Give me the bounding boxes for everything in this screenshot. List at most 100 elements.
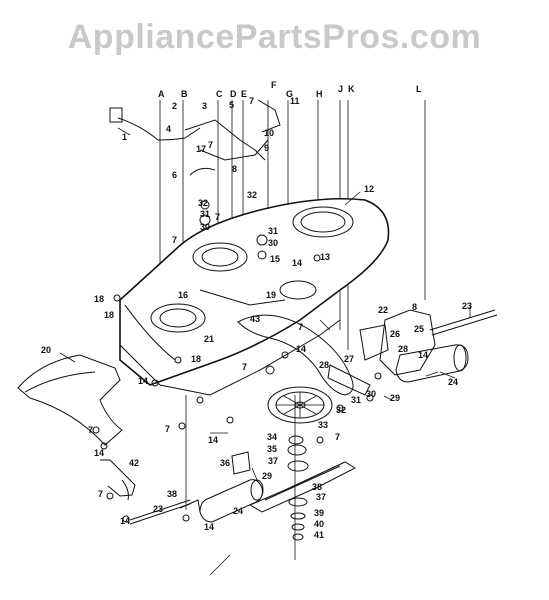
part-label-32: 32	[336, 405, 346, 415]
front-hanger	[100, 459, 191, 525]
part-label-38: 38	[312, 482, 322, 492]
hardware-fasteners	[92, 200, 393, 523]
part-label-30: 30	[268, 238, 278, 248]
part-label-41: 41	[314, 530, 324, 540]
part-label-22: 22	[378, 305, 388, 315]
mower-deck	[119, 197, 390, 396]
part-label-7: 7	[88, 425, 93, 435]
part-label-26: 26	[390, 329, 400, 339]
part-label-8: 8	[412, 302, 417, 312]
part-label-12: 12	[364, 184, 374, 194]
part-label-24: 24	[448, 377, 458, 387]
discharge-chute	[17, 354, 123, 446]
part-label-15: 15	[270, 254, 280, 264]
part-label-14: 14	[204, 522, 214, 532]
part-label-24: 24	[233, 506, 243, 516]
part-label-19: 19	[266, 290, 276, 300]
part-label-23: 23	[153, 504, 163, 514]
part-label-43: 43	[250, 314, 260, 324]
part-label-17: 17	[196, 144, 206, 154]
part-label-33: 33	[318, 420, 328, 430]
column-letter: H	[316, 89, 323, 99]
part-label-34: 34	[267, 432, 277, 442]
control-linkage	[109, 99, 281, 176]
part-label-7: 7	[98, 489, 103, 499]
part-label-31: 31	[200, 209, 210, 219]
part-label-28: 28	[319, 360, 329, 370]
part-label-8: 8	[232, 164, 237, 174]
part-label-29: 29	[390, 393, 400, 403]
gauge-roller-front	[179, 479, 264, 523]
part-label-18: 18	[191, 354, 201, 364]
part-label-2: 2	[172, 101, 177, 111]
column-letter: K	[348, 84, 355, 94]
part-label-10: 10	[264, 128, 274, 138]
part-label-32: 32	[247, 190, 257, 200]
column-letter: J	[338, 84, 343, 94]
column-letter: C	[216, 89, 223, 99]
column-letter: E	[241, 89, 247, 99]
rear-bracket-assembly	[327, 309, 498, 396]
part-label-38: 38	[167, 489, 177, 499]
part-label-18: 18	[104, 310, 114, 320]
part-label-4: 4	[166, 124, 171, 134]
part-label-13: 13	[320, 252, 330, 262]
part-label-7: 7	[242, 362, 247, 372]
part-label-42: 42	[129, 458, 139, 468]
part-label-14: 14	[94, 448, 104, 458]
part-label-31: 31	[351, 395, 361, 405]
part-label-3: 3	[202, 101, 207, 111]
part-label-7: 7	[298, 322, 303, 332]
column-letter: A	[158, 89, 165, 99]
part-label-7: 7	[172, 235, 177, 245]
part-label-18: 18	[94, 294, 104, 304]
part-label-14: 14	[418, 350, 428, 360]
part-label-1: 1	[122, 132, 127, 142]
column-letter: F	[271, 80, 277, 90]
pulley	[267, 386, 333, 424]
part-label-7: 7	[215, 212, 220, 222]
part-label-14: 14	[138, 376, 148, 386]
part-label-16: 16	[178, 290, 188, 300]
spindle-stack	[287, 435, 309, 541]
part-label-14: 14	[292, 258, 302, 268]
part-label-23: 23	[462, 301, 472, 311]
part-label-7: 7	[208, 140, 213, 150]
watermark: AppliancePartsPros.com	[67, 18, 482, 56]
part-label-7: 7	[165, 424, 170, 434]
part-label-39: 39	[314, 508, 324, 518]
drive-belt	[237, 314, 354, 396]
part-label-9: 9	[264, 143, 269, 153]
part-label-35: 35	[267, 444, 277, 454]
part-label-40: 40	[314, 519, 324, 529]
leader-lines	[59, 127, 471, 576]
part-label-27: 27	[344, 354, 354, 364]
bracket	[231, 451, 251, 475]
part-label-7: 7	[249, 96, 254, 106]
part-label-28: 28	[398, 344, 408, 354]
part-label-31: 31	[268, 226, 278, 236]
part-label-5: 5	[229, 100, 234, 110]
column-letter: D	[230, 89, 237, 99]
part-label-37: 37	[268, 456, 278, 466]
part-label-25: 25	[414, 324, 424, 334]
part-label-14: 14	[120, 516, 130, 526]
column-letter: L	[416, 84, 422, 94]
column-letter: G	[286, 89, 293, 99]
part-label-37: 37	[316, 492, 326, 502]
part-label-30: 30	[200, 222, 210, 232]
part-label-20: 20	[41, 345, 51, 355]
part-label-14: 14	[208, 435, 218, 445]
part-label-29: 29	[262, 471, 272, 481]
part-label-32: 32	[198, 198, 208, 208]
part-label-21: 21	[204, 334, 214, 344]
part-label-6: 6	[172, 170, 177, 180]
part-label-30: 30	[366, 389, 376, 399]
part-label-7: 7	[335, 432, 340, 442]
part-label-11: 11	[290, 96, 300, 106]
part-label-36: 36	[220, 458, 230, 468]
mower-blade	[248, 461, 357, 513]
